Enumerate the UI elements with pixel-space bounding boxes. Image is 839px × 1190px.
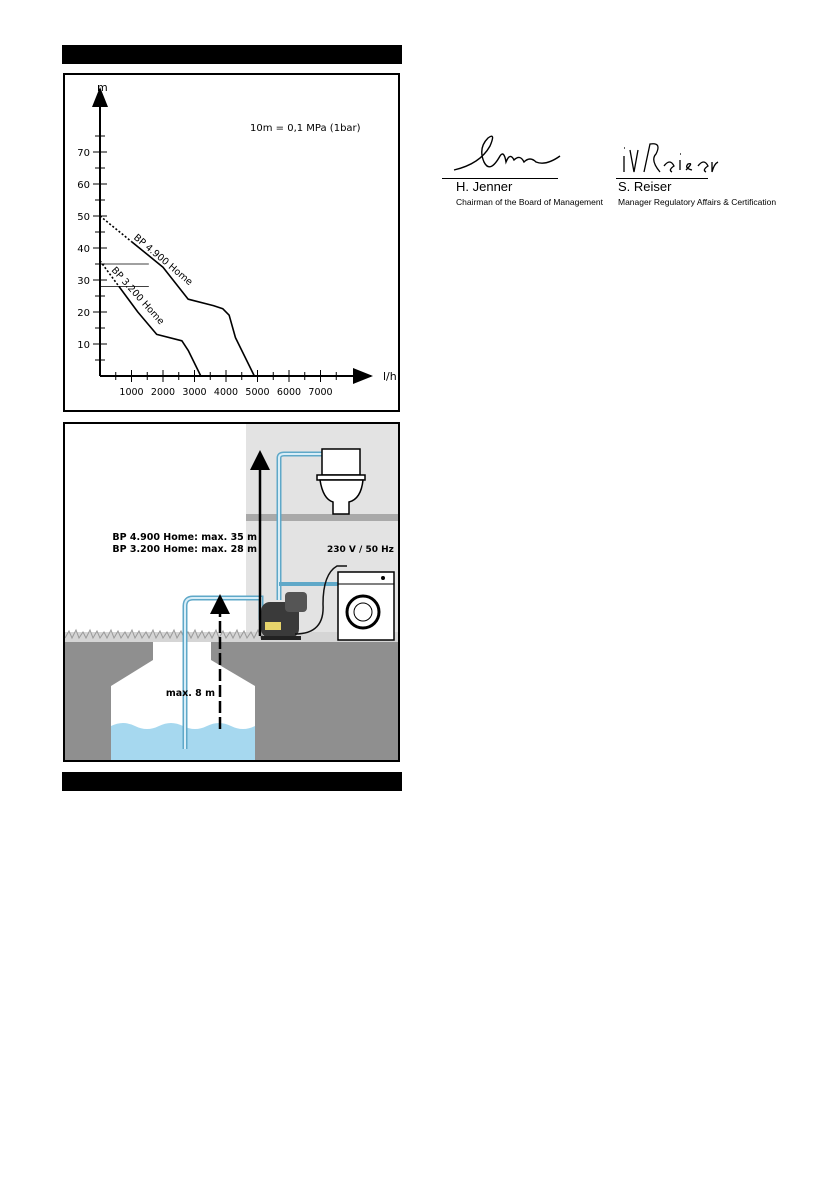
signer-name-2: S. Reiser xyxy=(618,179,671,194)
signer-title-2: Manager Regulatory Affairs & Certificati… xyxy=(618,197,776,207)
series-dotted-segment xyxy=(100,216,132,242)
voltage-label: 230 V / 50 Hz xyxy=(327,545,394,555)
x-tick-label: 2000 xyxy=(151,387,175,398)
suction-height-label: max. 8 m xyxy=(166,688,215,699)
x-axis-label: l/h xyxy=(383,370,397,383)
installation-scene: BP 4.900 Home: max. 35 m BP 3.200 Home: … xyxy=(65,424,400,762)
x-tick-label: 6000 xyxy=(277,387,301,398)
series-label-bp4900: BP 4.900 Home xyxy=(131,232,195,288)
section-footer-bar xyxy=(62,772,402,791)
y-tick-label: 30 xyxy=(77,276,90,287)
section-header-bar xyxy=(62,45,402,64)
y-tick-label: 20 xyxy=(77,308,90,319)
y-tick-label: 50 xyxy=(77,212,90,223)
x-tick-label: 5000 xyxy=(245,387,269,398)
chart-canvas: 10 20 30 40 50 60 70 1000 2000 3000 4000 5000 6000 70… xyxy=(65,75,398,410)
chart-note: 10m = 0,1 MPa (1bar) xyxy=(250,123,361,134)
x-tick-label: 3000 xyxy=(182,387,206,398)
x-tick-label: 4000 xyxy=(214,387,238,398)
floor-divider xyxy=(246,514,400,521)
height-label-3200: BP 3.200 Home: max. 28 m xyxy=(112,544,257,555)
installation-diagram: BP 4.900 Home: max. 35 m BP 3.200 Home: … xyxy=(63,422,400,762)
signature-block-jenner: H. Jenner Chairman of the Board of Manag… xyxy=(442,126,602,216)
washing-machine-icon xyxy=(338,572,394,640)
y-tick-label: 60 xyxy=(77,180,90,191)
height-label-4900: BP 4.900 Home: max. 35 m xyxy=(112,532,257,543)
y-tick-label: 10 xyxy=(77,340,90,351)
series-label-bp3200: BP 3.200 Home xyxy=(109,265,166,327)
y-axis-label: m xyxy=(97,81,108,94)
signature-reiser xyxy=(620,126,720,180)
signer-name-1: H. Jenner xyxy=(456,179,512,194)
x-tick-label: 1000 xyxy=(119,387,143,398)
pump-performance-chart: 10 20 30 40 50 60 70 1000 2000 3000 4000 5000 6000 70… xyxy=(63,73,400,412)
y-tick-label: 70 xyxy=(77,148,90,159)
x-tick-label: 7000 xyxy=(308,387,332,398)
y-tick-label: 40 xyxy=(77,244,90,255)
signer-title-1: Chairman of the Board of Management xyxy=(456,197,603,207)
signature-block-reiser: S. Reiser Manager Regulatory Affairs & C… xyxy=(616,126,786,216)
signature-jenner xyxy=(450,126,570,180)
